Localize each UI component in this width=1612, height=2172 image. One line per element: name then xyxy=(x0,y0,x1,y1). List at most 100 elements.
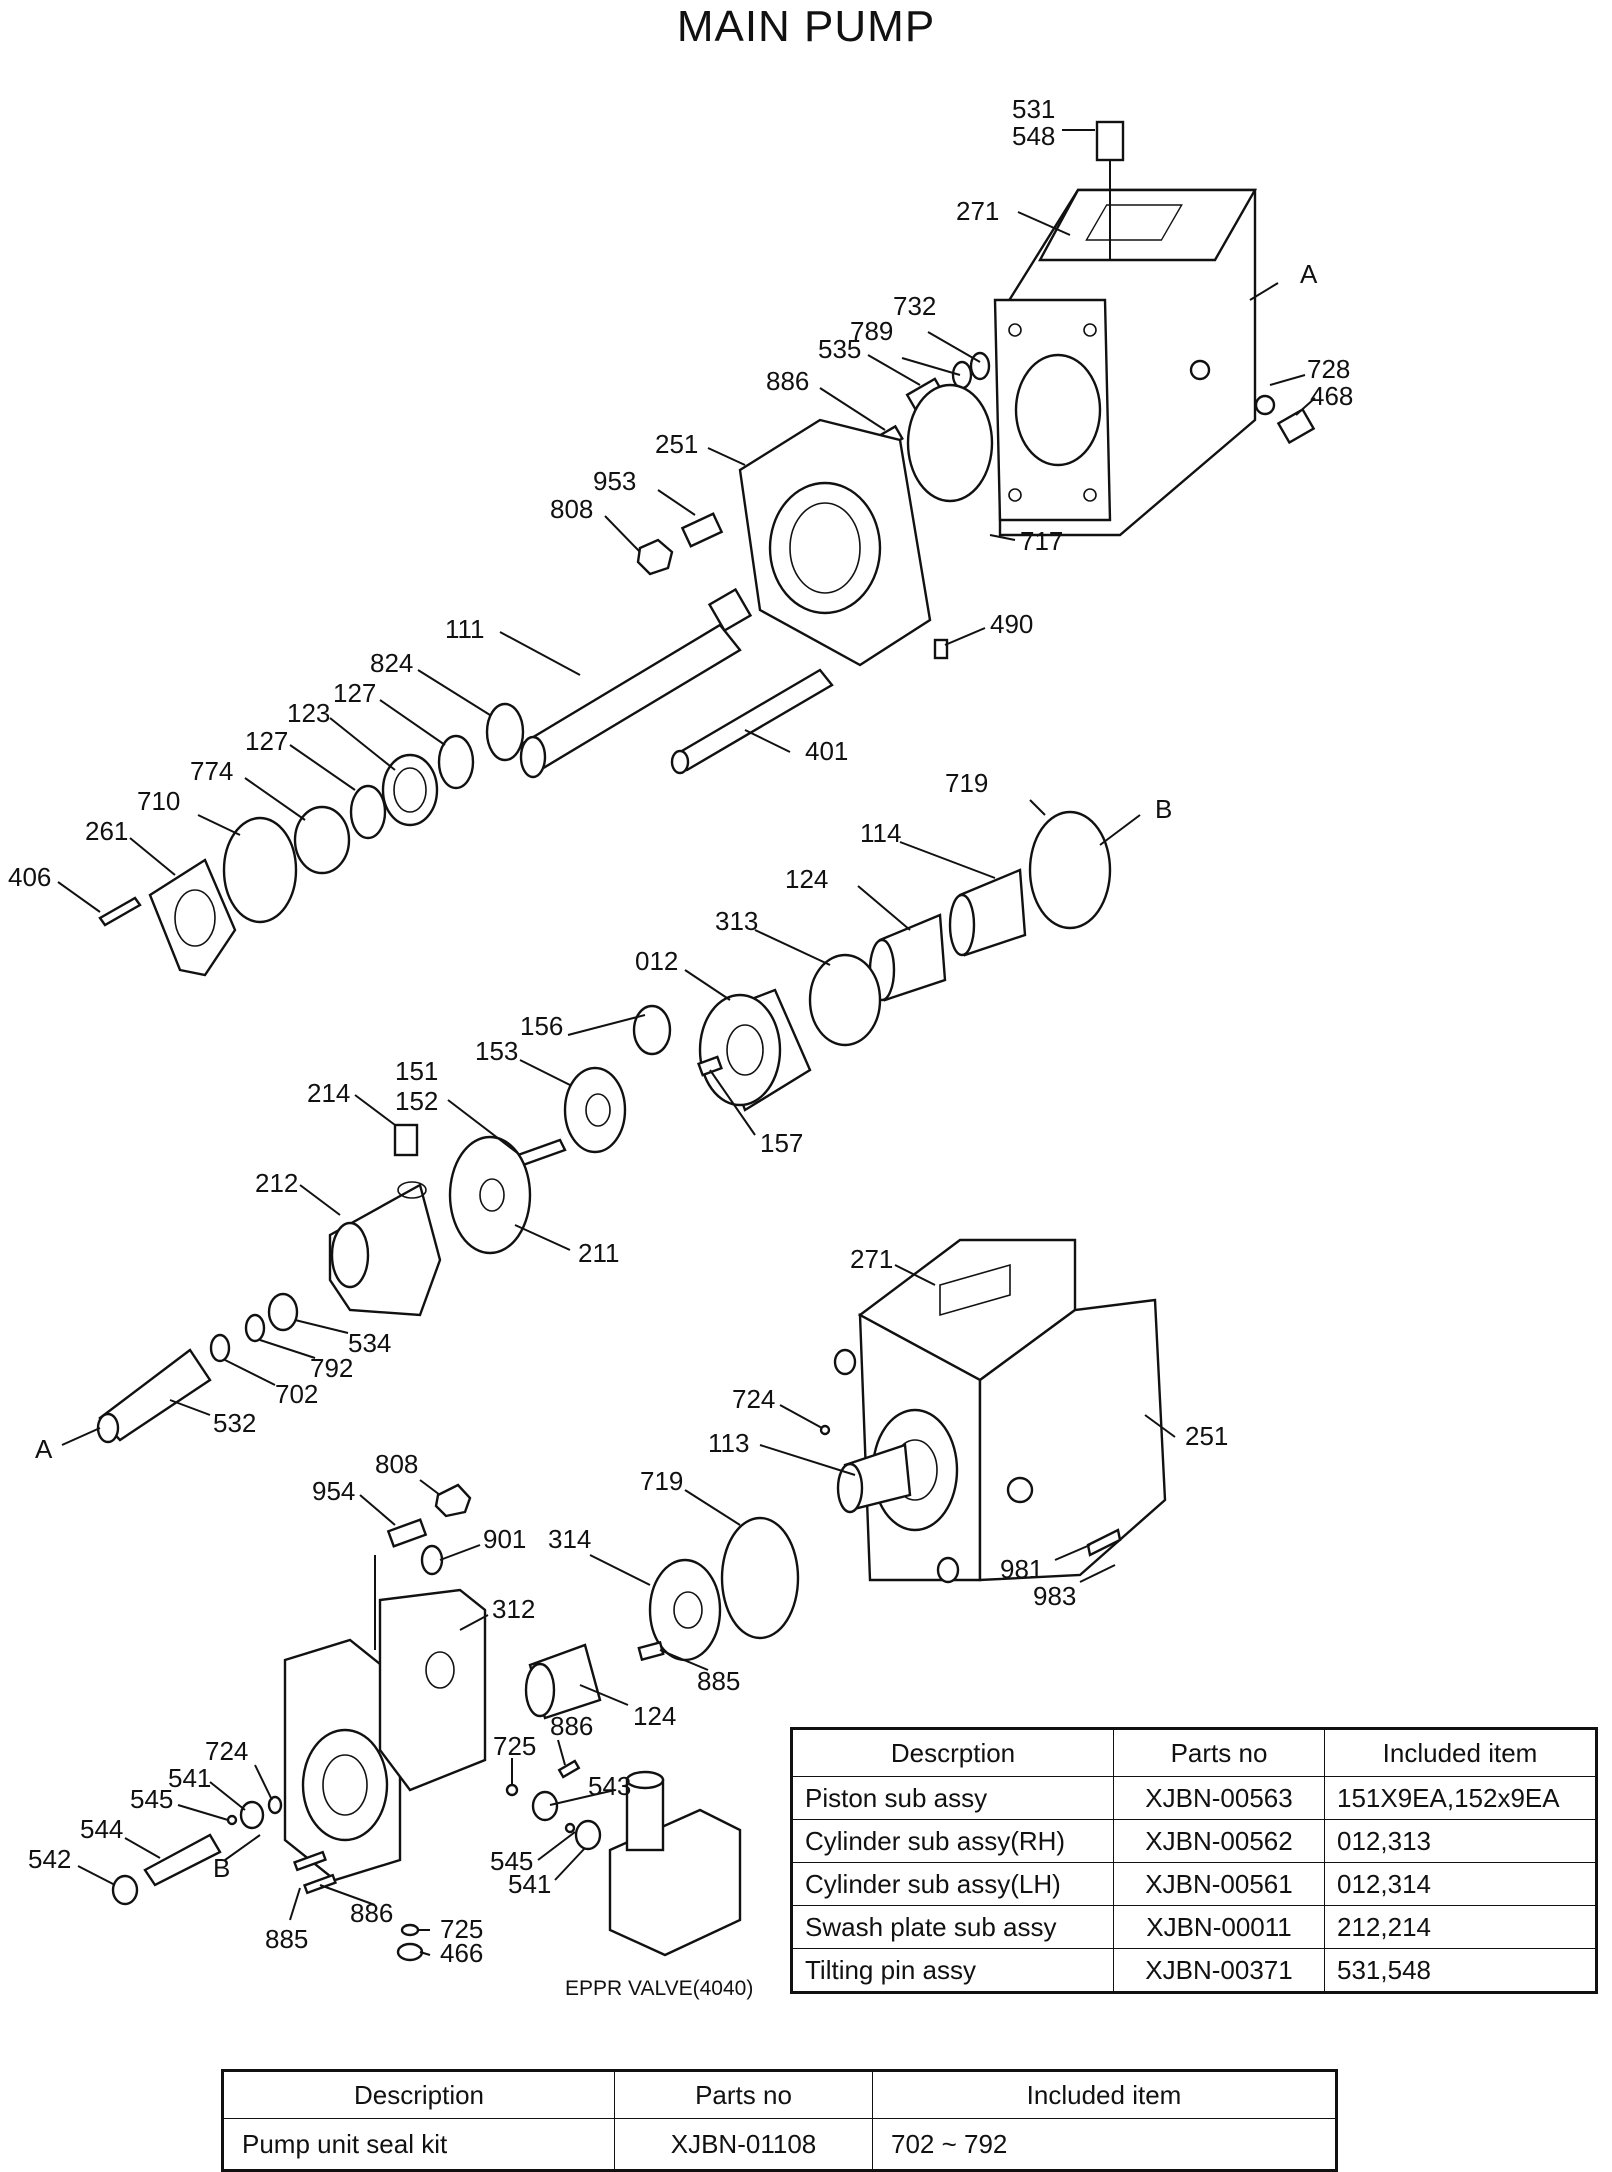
table-cell: XJBN-00562 xyxy=(1113,1819,1325,1863)
part-label: 774 xyxy=(190,756,233,786)
table-cell: XJBN-00011 xyxy=(1113,1905,1325,1949)
part-label: 124 xyxy=(785,864,828,894)
part-label: 789 xyxy=(850,316,893,346)
part-label: 954 xyxy=(312,1476,355,1506)
part-label: 214 xyxy=(307,1078,350,1108)
pump-housing-top xyxy=(993,188,1258,537)
part-label: 127 xyxy=(245,726,288,756)
part-label: 466 xyxy=(440,1938,483,1968)
part-label: 313 xyxy=(715,906,758,936)
part-label: 724 xyxy=(732,1384,775,1414)
table-cell: 151X9EA,152x9EA xyxy=(1324,1776,1597,1820)
column-header: Description xyxy=(222,2070,615,2119)
bolt-401 xyxy=(670,668,834,775)
part-label: 251 xyxy=(655,429,698,459)
table-cell: Tilting pin assy xyxy=(791,1948,1114,1993)
shaft-111 xyxy=(518,587,753,779)
table-cell: 212,214 xyxy=(1324,1905,1597,1949)
table-cell: Cylinder sub assy(LH) xyxy=(791,1862,1114,1906)
part-label: 719 xyxy=(945,768,988,798)
part-label: 541 xyxy=(508,1869,551,1899)
part-label: 886 xyxy=(350,1898,393,1928)
part-label: 127 xyxy=(333,678,376,708)
part-label: 532 xyxy=(213,1408,256,1438)
tilting-pin xyxy=(1095,120,1125,260)
table-row: Piston sub assy XJBN-00563 151X9EA,152x9… xyxy=(791,1776,1597,1820)
part-label: 401 xyxy=(805,736,848,766)
part-label: 548 xyxy=(1012,121,1055,151)
table-cell: XJBN-01108 xyxy=(614,2118,873,2171)
part-label: 717 xyxy=(1020,526,1063,556)
seal-kit-table: Description Parts no Included item Pump … xyxy=(221,2069,1338,2172)
column-header: Included item xyxy=(872,2070,1337,2119)
part-label: 151 xyxy=(395,1056,438,1086)
part-label: 157 xyxy=(760,1128,803,1158)
part-label: 534 xyxy=(348,1328,391,1358)
column-header: Parts no xyxy=(1113,1728,1325,1777)
part-label: 406 xyxy=(8,862,51,892)
pump-assembly-bottom xyxy=(819,1238,1167,1584)
part-label: 212 xyxy=(255,1168,298,1198)
sub-assembly-table: Descrption Parts no Included item Piston… xyxy=(790,1727,1598,1994)
part-label: 541 xyxy=(168,1763,211,1793)
table-cell: 012,314 xyxy=(1324,1862,1597,1906)
table-row: Cylinder sub assy(RH) XJBN-00562 012,313 xyxy=(791,1819,1597,1863)
part-label: 545 xyxy=(490,1846,533,1876)
table-cell: XJBN-00371 xyxy=(1113,1948,1325,1993)
part-label: 271 xyxy=(850,1244,893,1274)
part-label: 153 xyxy=(475,1036,518,1066)
part-label: 152 xyxy=(395,1086,438,1116)
part-label: 808 xyxy=(375,1449,418,1479)
part-label: 156 xyxy=(520,1011,563,1041)
part-label: B xyxy=(213,1853,230,1883)
bolts-top xyxy=(636,512,724,576)
leader-lines xyxy=(57,129,1316,1956)
table-cell: 531,548 xyxy=(1324,1948,1597,1993)
part-label: 543 xyxy=(588,1771,631,1801)
part-label: 792 xyxy=(310,1353,353,1383)
table-cell: XJBN-00563 xyxy=(1113,1776,1325,1820)
table-row: Tilting pin assy XJBN-00371 531,548 xyxy=(791,1948,1597,1993)
part-label: 123 xyxy=(287,698,330,728)
part-label: 901 xyxy=(483,1524,526,1554)
part-label: 251 xyxy=(1185,1421,1228,1451)
bearing-stack xyxy=(98,702,525,977)
part-label: 824 xyxy=(370,648,413,678)
cylinder-parts-right xyxy=(808,810,1112,1047)
table-row: Swash plate sub assy XJBN-00011 212,214 xyxy=(791,1905,1597,1949)
page-title: MAIN PUMP xyxy=(676,2,936,51)
part-label: 261 xyxy=(85,816,128,846)
tilting-sleeve xyxy=(96,1292,299,1444)
part-label: 468 xyxy=(1310,381,1353,411)
part-label: 211 xyxy=(578,1238,619,1268)
table-row: Pump unit seal kit XJBN-01108 702 ~ 792 xyxy=(222,2118,1337,2171)
part-label: B xyxy=(1155,794,1172,824)
part-label: 885 xyxy=(265,1924,308,1954)
part-label: 981 xyxy=(1000,1554,1043,1584)
part-label: 728 xyxy=(1307,354,1350,384)
part-label: 012 xyxy=(635,946,678,976)
part-label: 886 xyxy=(766,366,809,396)
part-label: A xyxy=(35,1434,53,1464)
part-label: 545 xyxy=(130,1784,173,1814)
part-label: 271 xyxy=(956,196,999,226)
part-label: 111 xyxy=(445,614,485,644)
part-label: 719 xyxy=(640,1466,683,1496)
eppr-valve-label: EPPR VALVE(4040) xyxy=(565,1977,753,2000)
table-cell: 012,313 xyxy=(1324,1819,1597,1863)
part-label: 808 xyxy=(550,494,593,524)
part-label: 124 xyxy=(633,1701,676,1731)
part-label: 113 xyxy=(708,1428,749,1458)
table-cell: XJBN-00561 xyxy=(1113,1862,1325,1906)
table-header-row: Description Parts no Included item xyxy=(222,2070,1337,2119)
part-label: 885 xyxy=(697,1666,740,1696)
cylinder-block-012 xyxy=(697,988,812,1112)
part-label: 490 xyxy=(990,609,1033,639)
part-label: 114 xyxy=(860,818,901,848)
part-label: 531 xyxy=(1012,94,1055,124)
table-header-row: Descrption Parts no Included item xyxy=(791,1728,1597,1777)
end-cover-251 xyxy=(738,418,949,667)
part-label: 724 xyxy=(205,1736,248,1766)
part-label: 725 xyxy=(493,1731,536,1761)
